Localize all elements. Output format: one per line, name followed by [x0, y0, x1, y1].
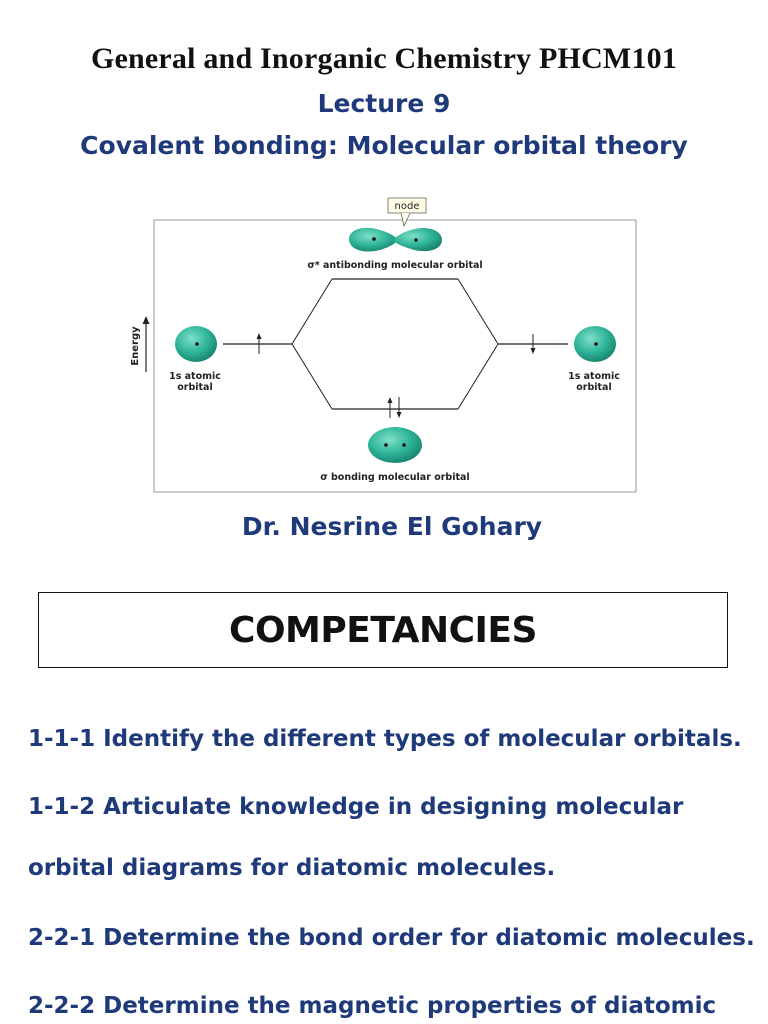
competency-line: 1-1-1 Identify the different types of mo…	[28, 726, 742, 752]
competencies-box: COMPETANCIES	[38, 592, 728, 668]
antibonding-label: σ* antibonding molecular orbital	[307, 260, 482, 271]
left-nucleus	[195, 342, 199, 346]
bonding-nucleus-right	[402, 443, 406, 447]
mo-diagram-svg: Energy node σ* antibonding molecular orb…	[130, 197, 637, 493]
competency-line: 2-2-1 Determine the bond order for diato…	[28, 925, 755, 951]
competency-line: 2-2-2 Determine the magnetic properties …	[28, 993, 717, 1019]
lecture-topic: Covalent bonding: Molecular orbital theo…	[80, 131, 688, 160]
right-lower-connector	[457, 343, 499, 410]
lecture-number: Lecture 9	[317, 89, 451, 118]
left-electron-spin-up	[256, 333, 262, 354]
left-lower-connector	[291, 343, 333, 410]
left-orbital-label-2: orbital	[177, 382, 212, 393]
energy-axis-arrowhead	[142, 316, 150, 324]
antibonding-nucleus-left	[372, 237, 376, 241]
competency-line: orbital diagrams for diatomic molecules.	[28, 855, 556, 881]
right-electron-spin-down	[530, 334, 536, 354]
right-orbital-label-2: orbital	[576, 382, 611, 393]
left-orbital-label-1: 1s atomic	[169, 371, 221, 382]
right-upper-connector	[457, 278, 499, 345]
right-orbital-label-1: 1s atomic	[568, 371, 620, 382]
competencies-heading: COMPETANCIES	[229, 609, 537, 651]
author-name: Dr. Nesrine El Gohary	[241, 512, 543, 541]
node-callout-pointer	[400, 212, 411, 228]
energy-axis-label: Energy	[130, 326, 141, 366]
bonding-orbital	[368, 427, 422, 463]
left-upper-connector	[291, 278, 333, 345]
right-nucleus	[594, 342, 598, 346]
bonding-label: σ bonding molecular orbital	[320, 472, 469, 483]
mo-diagram-figure: Energy node σ* antibonding molecular orb…	[120, 192, 650, 498]
course-title: General and Inorganic Chemistry PHCM101	[90, 42, 678, 75]
node-label: node	[395, 201, 420, 212]
bonding-nucleus-left	[384, 443, 388, 447]
antibonding-nucleus-right	[414, 238, 418, 242]
bonding-electron-pair	[387, 397, 402, 418]
competency-line: 1-1-2 Articulate knowledge in designing …	[28, 794, 684, 820]
